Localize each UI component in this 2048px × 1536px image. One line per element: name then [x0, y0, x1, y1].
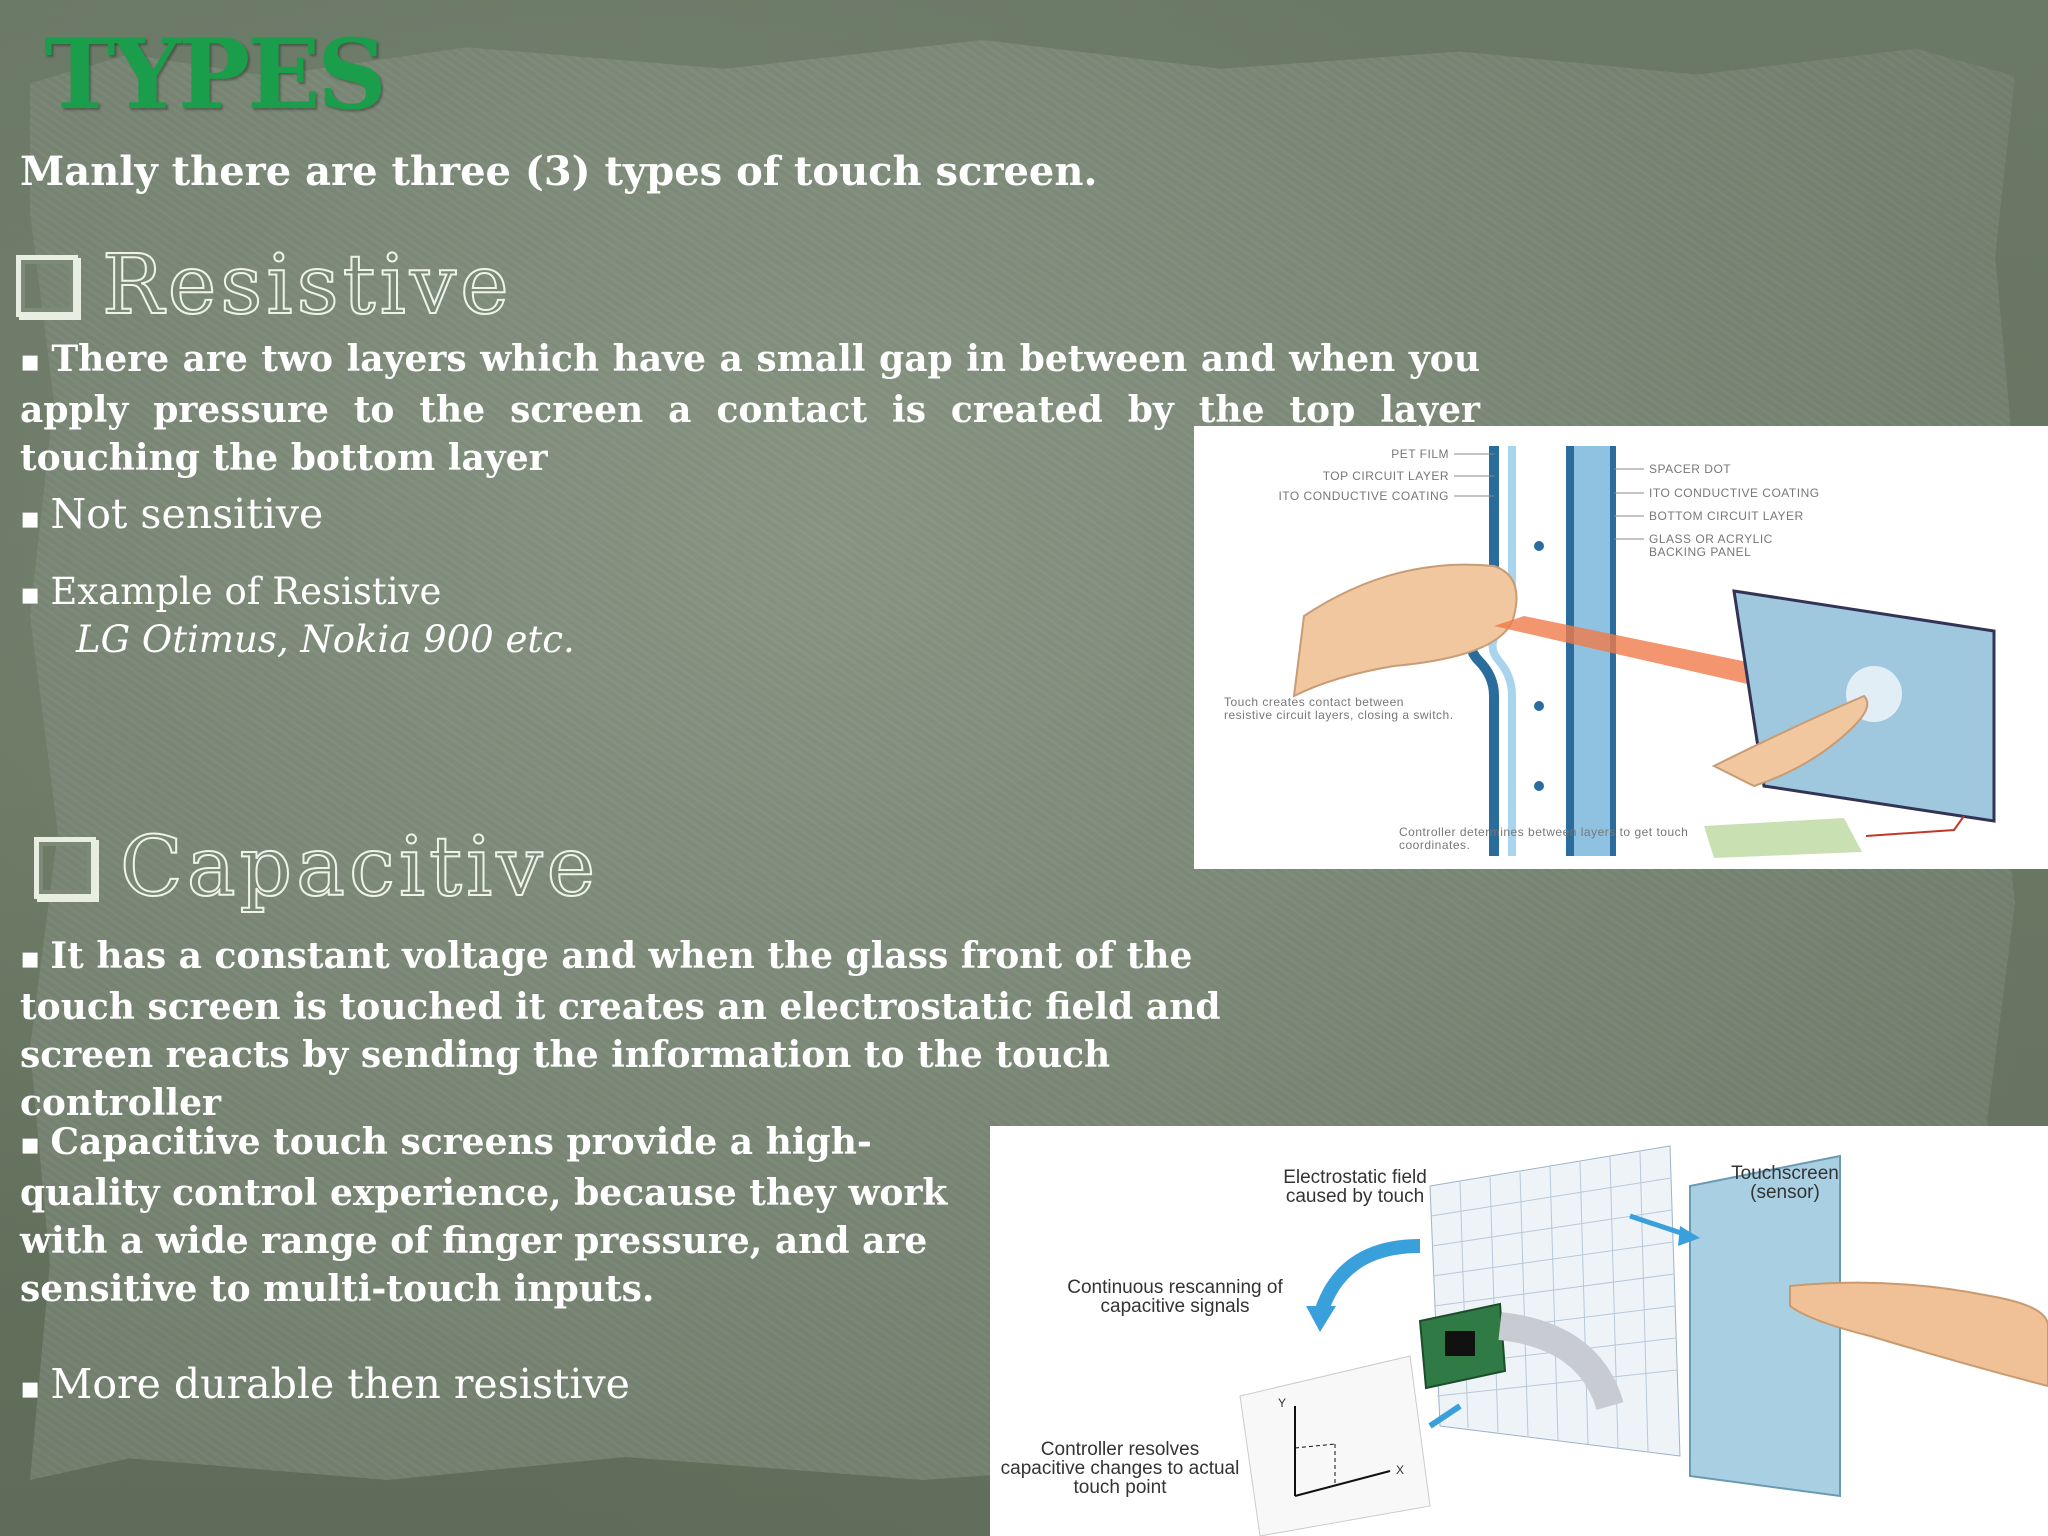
capacitive-heading: Capacitive	[34, 819, 600, 916]
fig-axis-x: X	[1395, 1463, 1404, 1477]
resistive-example-items: LG Otimus, Nokia 900 etc.	[76, 618, 575, 661]
resistive-heading-text: Resistive	[101, 237, 513, 334]
fig-label-spacer-dot: SPACER DOT	[1649, 462, 1732, 476]
square-bullet-icon	[20, 490, 50, 538]
capacitive-description: It has a constant voltage and when the g…	[20, 932, 1240, 1127]
slide-subtitle: Manly there are three (3) types of touch…	[20, 148, 1098, 195]
resistive-example-label-text: Example of Resistive	[50, 570, 442, 613]
capacitive-diagram-illustration	[1239, 1145, 2048, 1536]
capacitive-description-text: It has a constant voltage and when the g…	[20, 935, 1221, 1124]
fig-label-pet-film: PET FILM	[1391, 447, 1449, 461]
fig-axis-y: Y	[1277, 1396, 1286, 1410]
fig-label-glass-backing: GLASS OR ACRYLIC BACKING PANEL	[1649, 532, 1773, 559]
fig-label-touchscreen-sensor: Touchscreen (sensor)	[1731, 1163, 1839, 1203]
resistive-description: There are two layers which have a small …	[20, 335, 1480, 482]
fig-label-electrostatic-field: Electrostatic field caused by touch	[1283, 1167, 1427, 1207]
resistive-diagram-illustration	[1292, 446, 1996, 858]
resistive-point: Not sensitive	[20, 490, 323, 543]
fig-label-controller-resolves: Controller resolves capacitive changes t…	[1000, 1439, 1240, 1498]
capacitive-point: More durable then resistive	[20, 1360, 630, 1413]
square-bullet-icon	[20, 570, 50, 613]
resistive-point-text: Not sensitive	[50, 490, 324, 538]
square-bullet-icon	[20, 935, 50, 977]
resistive-heading: Resistive	[16, 237, 513, 334]
fig-caption-touch: Touch creates contact between resistive …	[1224, 695, 1454, 722]
square-bullet-icon	[20, 1121, 50, 1163]
capacitive-point-text: More durable then resistive	[50, 1360, 630, 1408]
square-bullet-icon	[20, 1360, 50, 1408]
resistive-diagram: PET FILM TOP CIRCUIT LAYER ITO CONDUCTIV…	[1194, 426, 2048, 869]
fig-caption-controller: Controller determines between layers to …	[1399, 825, 1689, 852]
fig-label-rescanning: Continuous rescanning of capacitive sign…	[1067, 1277, 1283, 1317]
square-bullet-icon	[20, 338, 51, 380]
checkbox-bullet-icon	[16, 254, 78, 317]
capacitive-heading-text: Capacitive	[119, 819, 600, 916]
fig-label-ito-right: ITO CONDUCTIVE COATING	[1649, 486, 1820, 500]
capacitive-diagram: Electrostatic field caused by touch Touc…	[990, 1126, 2048, 1536]
fig-label-bottom-circuit: BOTTOM CIRCUIT LAYER	[1649, 509, 1804, 523]
fig-label-ito-left: ITO CONDUCTIVE COATING	[1278, 489, 1449, 503]
capacitive-quality-text: Capacitive touch screens provide a high-…	[20, 1121, 948, 1310]
checkbox-bullet-icon	[34, 836, 96, 899]
capacitive-quality: Capacitive touch screens provide a high-…	[20, 1118, 960, 1313]
slide-title: TYPES	[44, 18, 387, 131]
resistive-description-text: There are two layers which have a small …	[20, 338, 1480, 479]
fig-label-top-circuit: TOP CIRCUIT LAYER	[1322, 469, 1449, 483]
resistive-example-label: Example of Resistive	[20, 570, 441, 613]
